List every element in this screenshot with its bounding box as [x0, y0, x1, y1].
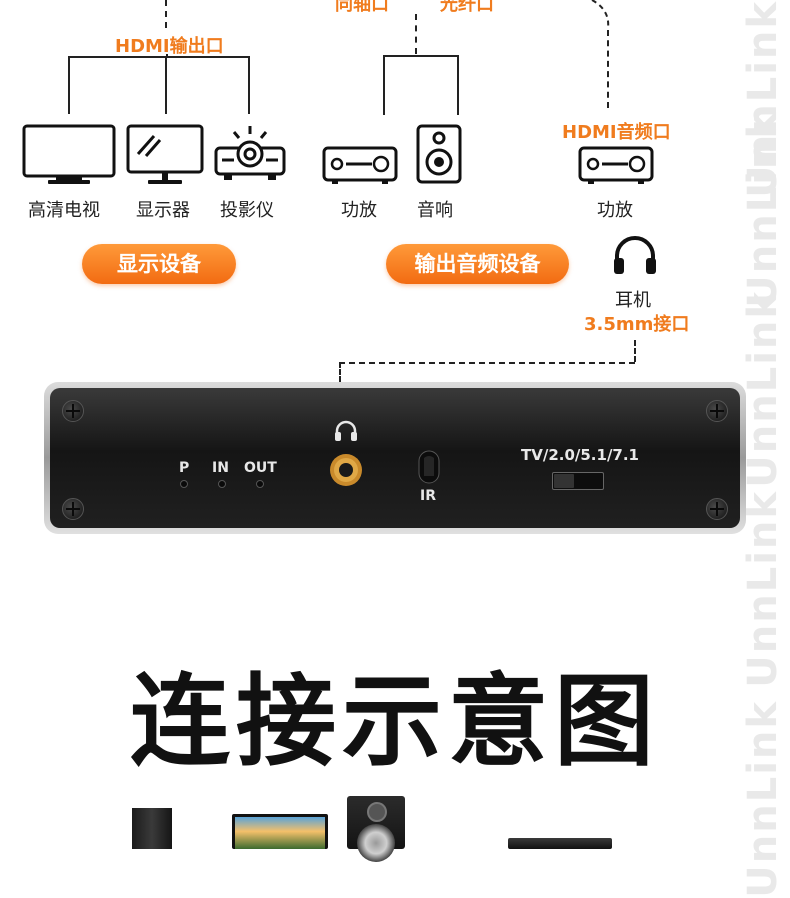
amplifier-icon — [578, 146, 654, 184]
screw-icon — [62, 498, 84, 520]
projector-icon — [214, 126, 286, 180]
hdmi-audio-label: HDMI音频口 — [562, 122, 671, 143]
output-led — [256, 480, 264, 488]
tv-screen — [235, 817, 325, 849]
connector-line — [165, 56, 167, 114]
device-front-panel: P IN OUT IR TV/2.0/5.1/7.1 — [44, 382, 746, 534]
connector-line — [634, 340, 636, 362]
amplifier-label: 功放 — [597, 200, 633, 221]
device-face: P IN OUT IR TV/2.0/5.1/7.1 — [50, 388, 740, 528]
input-led — [218, 480, 226, 488]
connector-line — [165, 0, 167, 28]
screw-icon — [62, 400, 84, 422]
mode-switch[interactable] — [552, 472, 604, 490]
coax-port-label: 同轴口 — [335, 0, 389, 15]
connector-line — [383, 55, 385, 115]
projector-label: 投影仪 — [220, 200, 274, 221]
mode-switch-label: TV/2.0/5.1/7.1 — [521, 446, 639, 464]
tv-image — [232, 814, 328, 849]
amplifier-label: 功放 — [341, 200, 377, 221]
connector-line — [415, 14, 417, 54]
optical-port-label: 光纤口 — [440, 0, 494, 15]
speaker-tweeter — [367, 802, 387, 822]
amplifier-icon — [322, 146, 398, 184]
monitor-icon — [126, 124, 204, 184]
connector-line — [339, 362, 341, 382]
mode-switch-knob — [554, 474, 574, 488]
input-indicator-label: IN — [212, 460, 229, 476]
connector-line — [591, 0, 610, 29]
receiver-image — [508, 838, 612, 849]
speaker-label: 音响 — [417, 200, 453, 221]
speaker-woofer — [357, 824, 395, 862]
hdmi-output-label: HDMI输出口 — [115, 36, 224, 57]
connector-line — [339, 362, 635, 364]
connector-line — [68, 56, 70, 114]
connector-line — [68, 56, 250, 58]
screw-icon — [706, 498, 728, 520]
output-indicator-label: OUT — [244, 460, 277, 476]
ir-receiver-icon — [418, 450, 440, 484]
ir-label: IR — [420, 488, 436, 504]
watermark: UnnLink — [740, 110, 786, 308]
headphone-label: 耳机 — [615, 290, 651, 311]
connector-line — [607, 30, 609, 108]
jack-label: 3.5mm接口 — [584, 314, 690, 335]
game-console-image — [132, 808, 172, 849]
speaker-icon — [416, 124, 462, 184]
headphone-icon — [614, 236, 656, 274]
connector-line — [248, 56, 250, 114]
power-led — [180, 480, 188, 488]
display-devices-pill: 显示设备 — [82, 244, 236, 284]
audio-devices-pill: 输出音频设备 — [386, 244, 569, 284]
screw-icon — [706, 400, 728, 422]
connector-line — [457, 55, 459, 115]
tv-icon — [22, 124, 116, 184]
connector-line — [383, 55, 459, 57]
monitor-label: 显示器 — [136, 200, 190, 221]
power-indicator-label: P — [179, 460, 190, 476]
hdtv-label: 高清电视 — [28, 200, 100, 221]
page-title: 连接示意图 — [130, 663, 660, 780]
headphone-jack[interactable] — [328, 452, 364, 488]
headphone-icon — [335, 420, 357, 441]
speaker-image — [347, 796, 405, 862]
watermark: UnnLink — [740, 290, 786, 488]
